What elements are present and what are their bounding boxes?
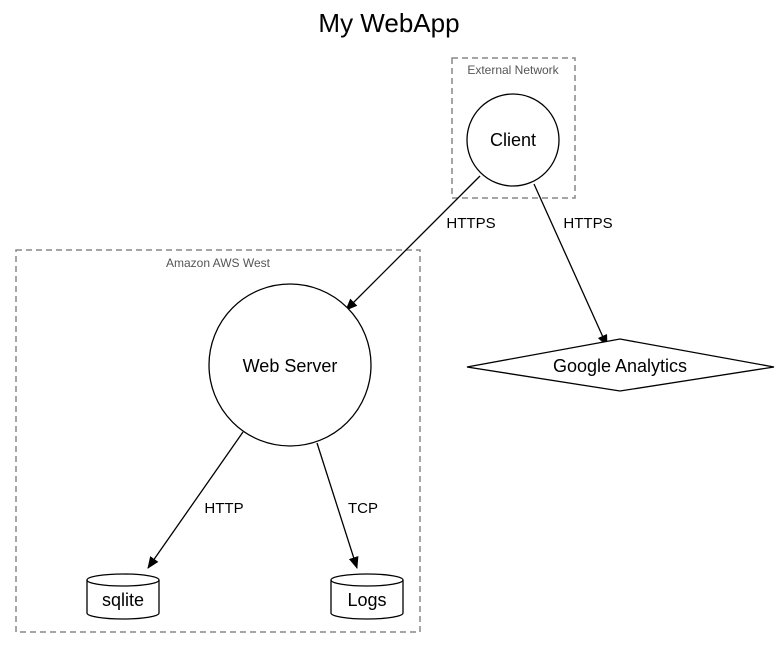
web-server-label: Web Server <box>243 356 338 376</box>
diagram-title: My WebApp <box>318 8 459 38</box>
edge-line <box>345 175 481 311</box>
logs-label: Logs <box>347 590 386 610</box>
edge-line <box>316 442 359 569</box>
edge-webserver-logs: TCP <box>316 442 378 569</box>
edge-line <box>533 183 608 347</box>
logs-cylinder-body <box>330 580 404 620</box>
edge-label: HTTP <box>204 500 243 517</box>
node-sqlite: sqlite <box>86 573 160 620</box>
edge-label: TCP <box>348 500 378 517</box>
client-circle <box>466 93 560 187</box>
edge-client-analytics: HTTPS <box>533 183 613 347</box>
google-analytics-label: Google Analytics <box>553 356 687 376</box>
aws-west-group: Amazon AWS West <box>15 249 421 633</box>
edge-webserver-sqlite: HTTP <box>147 431 244 569</box>
aws-west-label: Amazon AWS West <box>166 256 271 270</box>
logs-cylinder-top <box>330 573 404 587</box>
sqlite-label: sqlite <box>102 590 144 610</box>
sqlite-cylinder-body <box>86 580 160 620</box>
edge-label: HTTPS <box>446 215 495 232</box>
google-analytics-diamond <box>466 338 775 392</box>
edge-line <box>147 431 244 569</box>
aws-west-boundary <box>15 249 421 633</box>
client-label: Client <box>490 130 536 150</box>
external-network-group: External Network <box>451 57 576 199</box>
node-client: Client <box>466 93 560 187</box>
node-logs: Logs <box>330 573 404 620</box>
sqlite-cylinder-top <box>86 573 160 587</box>
node-google-analytics: Google Analytics <box>466 338 775 392</box>
edge-label: HTTPS <box>563 215 612 232</box>
node-web-server: Web Server <box>208 283 372 447</box>
edge-client-webserver: HTTPS <box>345 175 496 311</box>
external-network-label: External Network <box>467 63 559 77</box>
web-server-circle <box>208 283 372 447</box>
external-network-boundary <box>451 57 576 199</box>
